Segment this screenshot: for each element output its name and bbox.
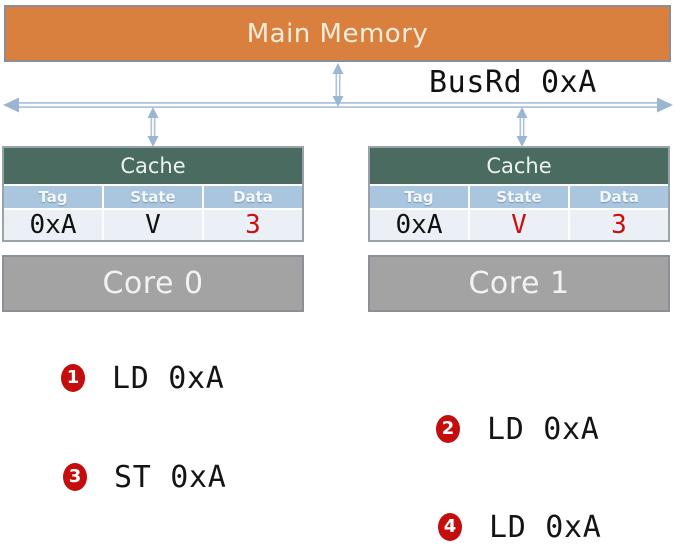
cache0-col-tag: Tag — [4, 186, 102, 208]
operation-3-text: ST 0xA — [114, 459, 227, 495]
main-memory-box: Main Memory — [4, 5, 671, 62]
cache0-col-data: Data — [204, 186, 302, 208]
cache1-table: Cache Tag State Data 0xA V 3 — [368, 146, 670, 242]
operation-3-badge: 3 — [63, 463, 87, 491]
cache1-col-state: State — [470, 186, 568, 208]
main-memory-label: Main Memory — [246, 18, 429, 49]
cache1-data-value: 3 — [570, 210, 668, 240]
cache1-title: Cache — [486, 154, 552, 178]
cache0-data-row: 0xA V 3 — [4, 210, 302, 240]
cache1-column-headers: Tag State Data — [370, 186, 668, 208]
cache1-bus-arrow — [516, 107, 528, 147]
cache0-title: Cache — [120, 154, 186, 178]
bus-transaction-label: BusRd 0xA — [429, 65, 597, 100]
core1-box: Core 1 — [368, 255, 670, 312]
operation-2-badge: 2 — [436, 415, 460, 443]
operation-2-text: LD 0xA — [487, 411, 600, 447]
cache0-tag-value: 0xA — [4, 210, 102, 240]
operation-3: 3 ST 0xA — [63, 459, 227, 495]
core0-box: Core 0 — [2, 255, 304, 312]
operation-2: 2 LD 0xA — [436, 411, 600, 447]
cache0-header: Cache — [4, 148, 302, 184]
cache0-col-state: State — [104, 186, 202, 208]
operation-4: 4 LD 0xA — [438, 509, 602, 545]
memory-bus-arrow — [332, 63, 344, 107]
cache0-table: Cache Tag State Data 0xA V 3 — [2, 146, 304, 242]
cache0-column-headers: Tag State Data — [4, 186, 302, 208]
cache0-bus-arrow — [147, 107, 159, 147]
core1-label: Core 1 — [468, 266, 570, 301]
cache0-state-value: V — [104, 210, 202, 240]
operation-1-text: LD 0xA — [112, 360, 225, 396]
operation-1: 1 LD 0xA — [61, 360, 225, 396]
cache1-header: Cache — [370, 148, 668, 184]
operation-4-badge: 4 — [438, 513, 462, 541]
cache1-state-value: V — [470, 210, 568, 240]
cache1-data-row: 0xA V 3 — [370, 210, 668, 240]
operation-1-badge: 1 — [61, 364, 85, 392]
cache1-col-tag: Tag — [370, 186, 468, 208]
cache0-data-value: 3 — [204, 210, 302, 240]
cache1-tag-value: 0xA — [370, 210, 468, 240]
core0-label: Core 0 — [102, 266, 204, 301]
cache1-col-data: Data — [570, 186, 668, 208]
operation-4-text: LD 0xA — [489, 509, 602, 545]
